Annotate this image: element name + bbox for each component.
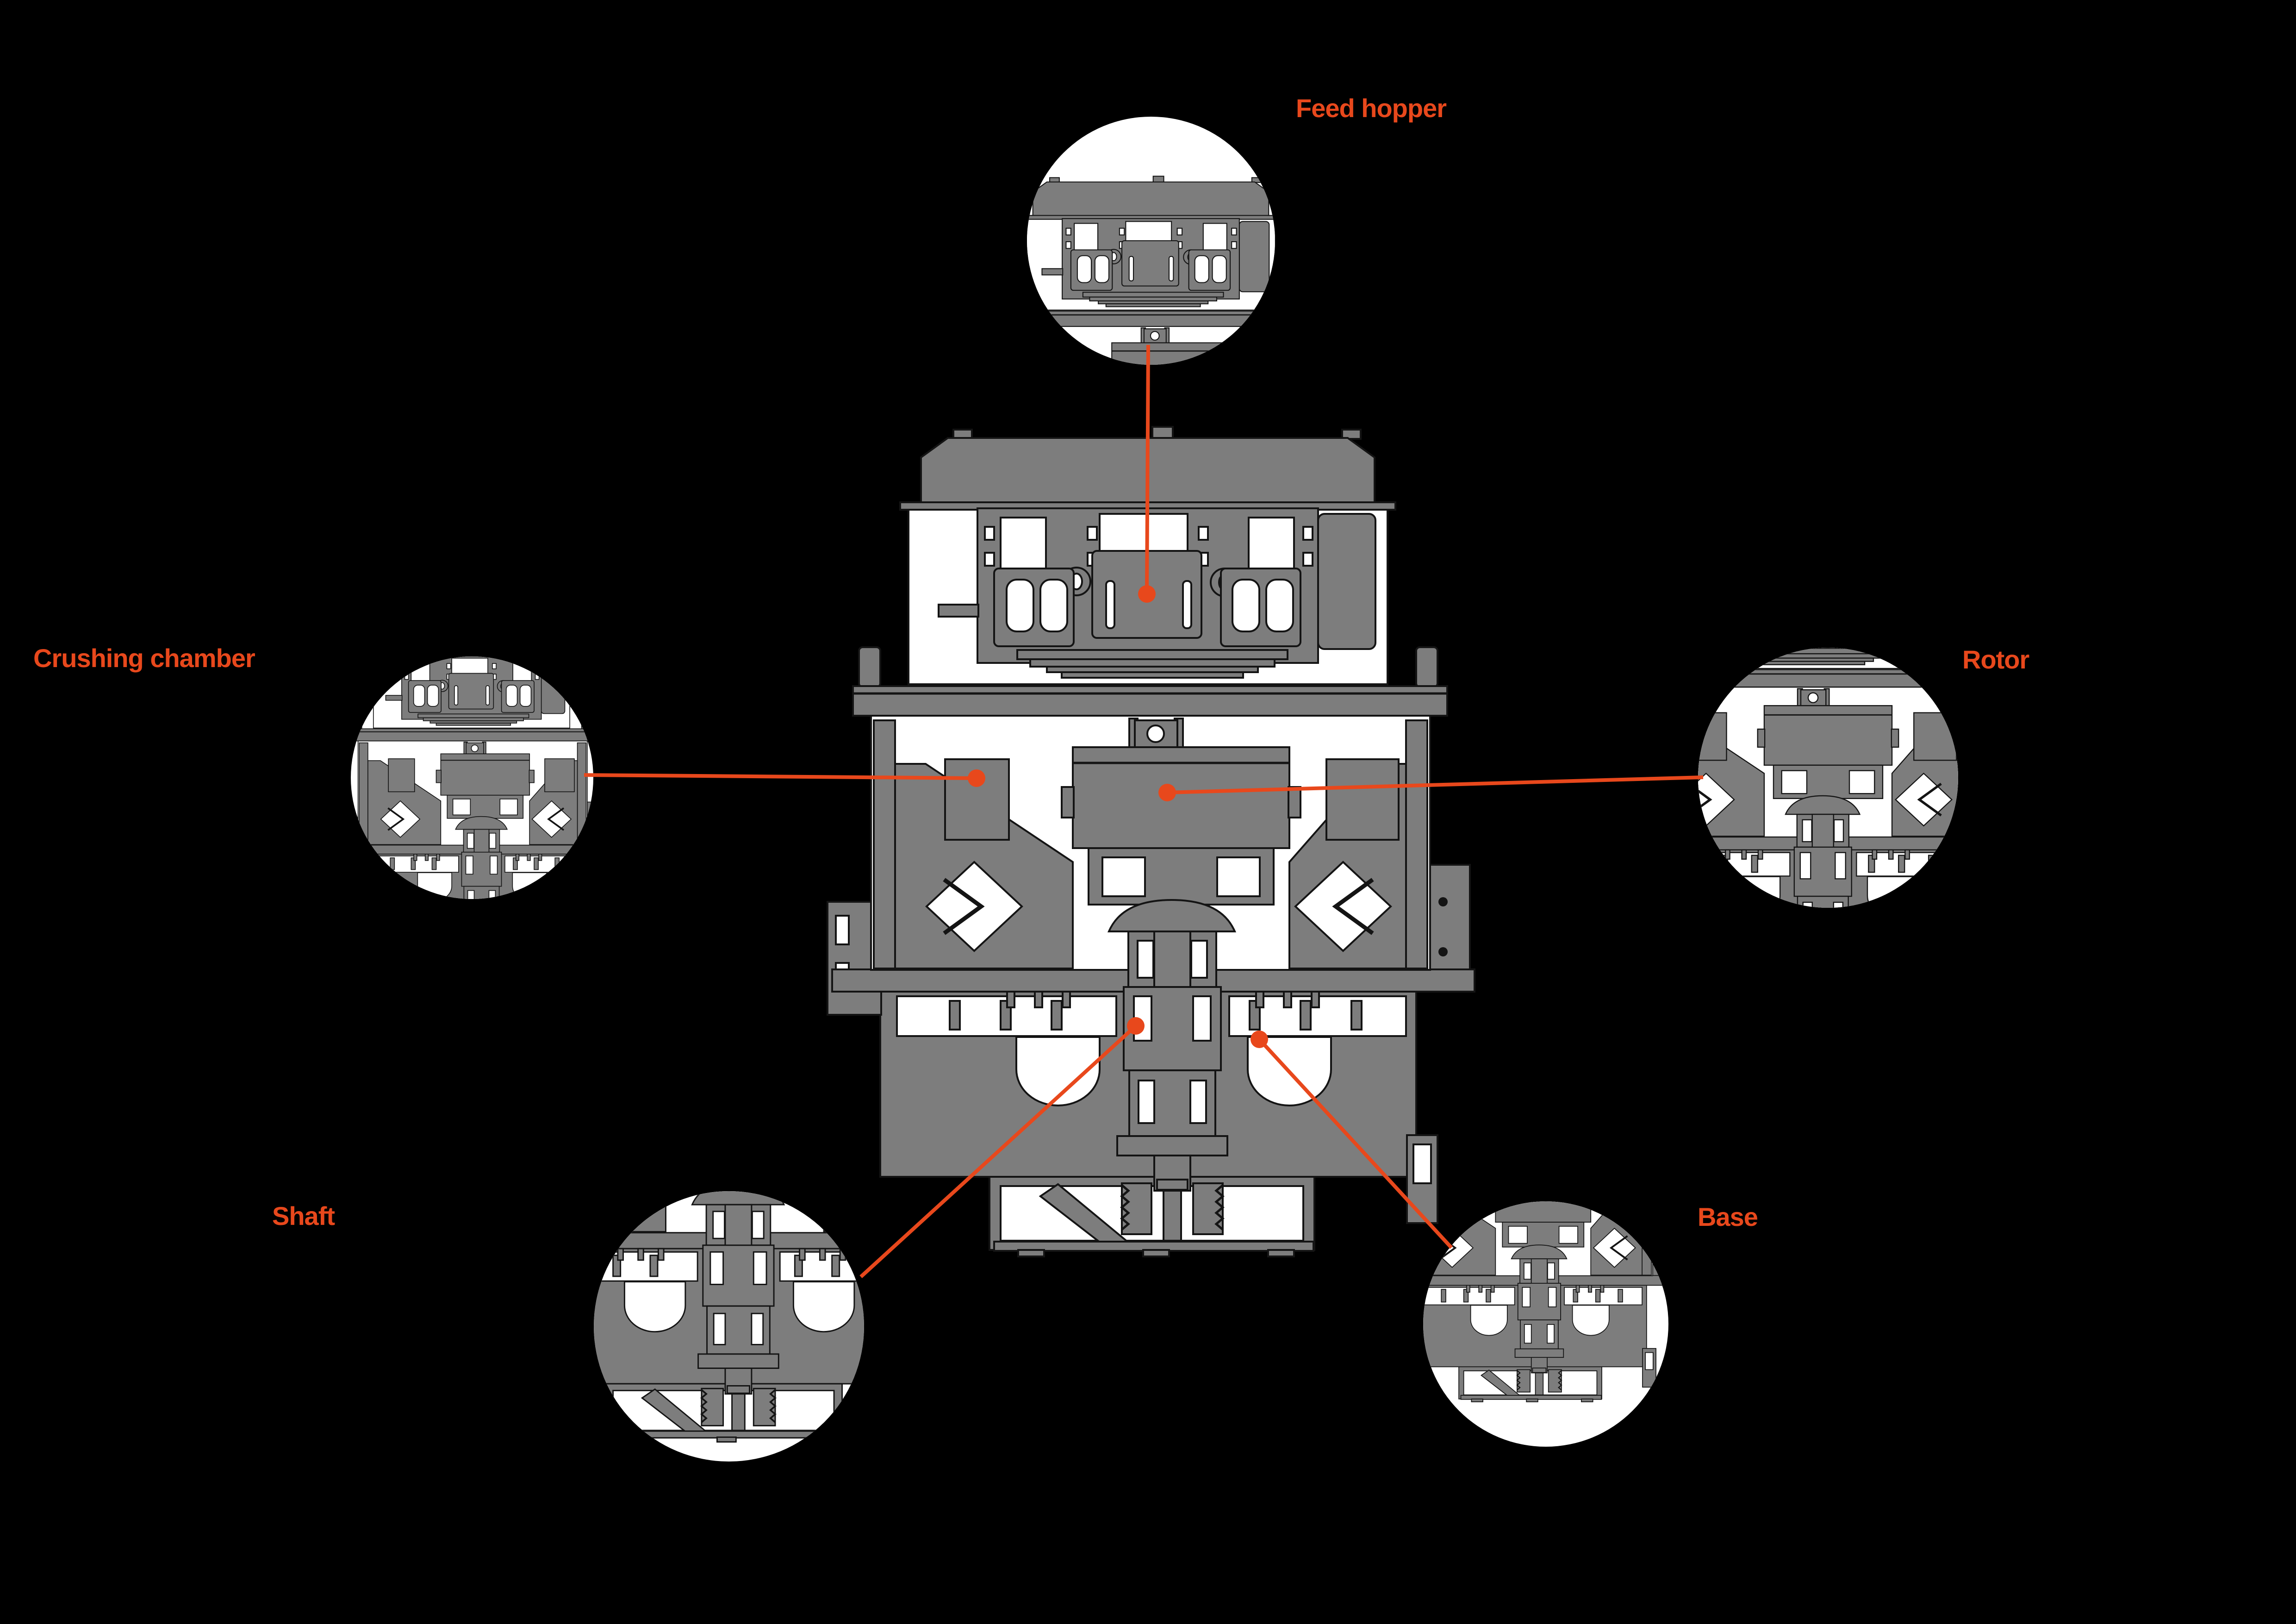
leader-dot-rotor [1158,784,1176,801]
leader-dot-shaft [1127,1017,1145,1035]
leader-dot-base [1251,1031,1268,1048]
callout-base [1423,1201,1668,1447]
label-shaft: Shaft [272,1201,335,1230]
label-feed-hopper: Feed hopper [1296,94,1447,123]
leader-dot-crushing-chamber [968,769,985,787]
machine-cross-section [827,426,1475,1257]
leader-line-rotor [1167,775,1704,794]
leader-line-base [1258,1038,1453,1249]
callout-crushing-chamber [351,656,593,899]
label-base: Base [1698,1202,1758,1231]
callout-feed-hopper [1027,117,1275,365]
label-rotor: Rotor [1962,645,2029,674]
leader-line-crushing-chamber [584,773,977,780]
callout-rotor [1698,648,1958,908]
leader-dot-feed-hopper [1138,585,1156,603]
label-crushing-chamber: Crushing chamber [33,643,255,673]
callout-shaft [594,1191,864,1462]
leader-line-feed-hopper [1145,344,1150,594]
leader-line-shaft [859,1024,1137,1278]
leader-lines [584,344,1704,1278]
